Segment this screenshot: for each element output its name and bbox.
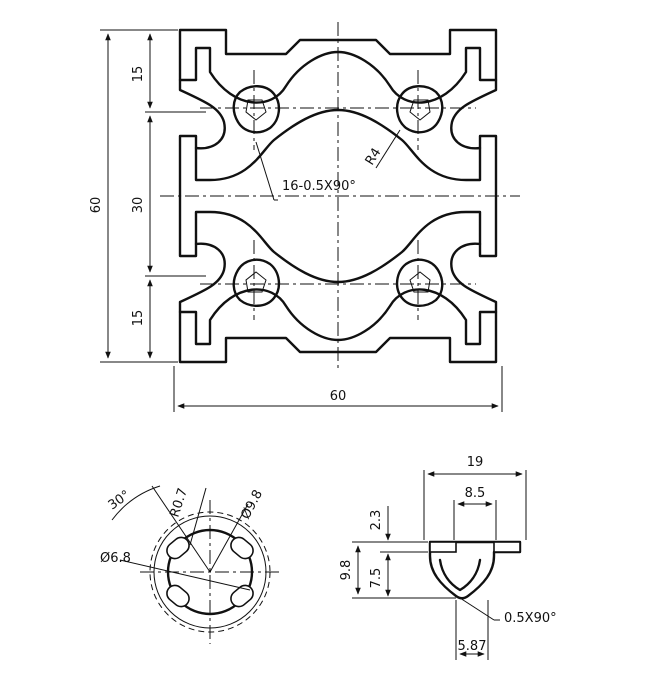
profile-dimensions: 60 15 30 15 60 R4 16-0.5X90° <box>89 29 503 412</box>
dim-width-total: 60 <box>330 389 347 404</box>
slot-total-height: 9.8 <box>339 560 354 581</box>
core-outer-diameter: Ø9.8 <box>238 488 266 522</box>
slot-offset: 5.87 <box>458 639 487 654</box>
core-inner-diameter: Ø6.8 <box>100 551 131 566</box>
slot-width: 19 <box>467 455 484 470</box>
core-detail: 30° R0.7 Ø9.8 Ø6.8 <box>100 485 280 644</box>
slot-lip-thickness: 2.3 <box>369 510 384 531</box>
dim-radius: R4 <box>363 145 385 168</box>
dim-upper-slot: 15 <box>131 66 146 83</box>
dim-chamfer: 16-0.5X90° <box>282 179 356 194</box>
profile-section <box>160 22 520 372</box>
dim-height-total: 60 <box>89 197 104 214</box>
slot-opening: 8.5 <box>465 486 486 501</box>
dim-middle: 30 <box>131 197 146 214</box>
dim-lower-slot: 15 <box>131 310 146 327</box>
slot-chamfer: 0.5X90° <box>504 611 557 626</box>
core-radius: R0.7 <box>168 486 191 519</box>
slot-body-height: 7.5 <box>369 568 384 589</box>
slot-detail: 19 8.5 2.3 9.8 7.5 0.5X90° 5.87 <box>339 455 557 660</box>
core-angle: 30° <box>106 488 133 514</box>
